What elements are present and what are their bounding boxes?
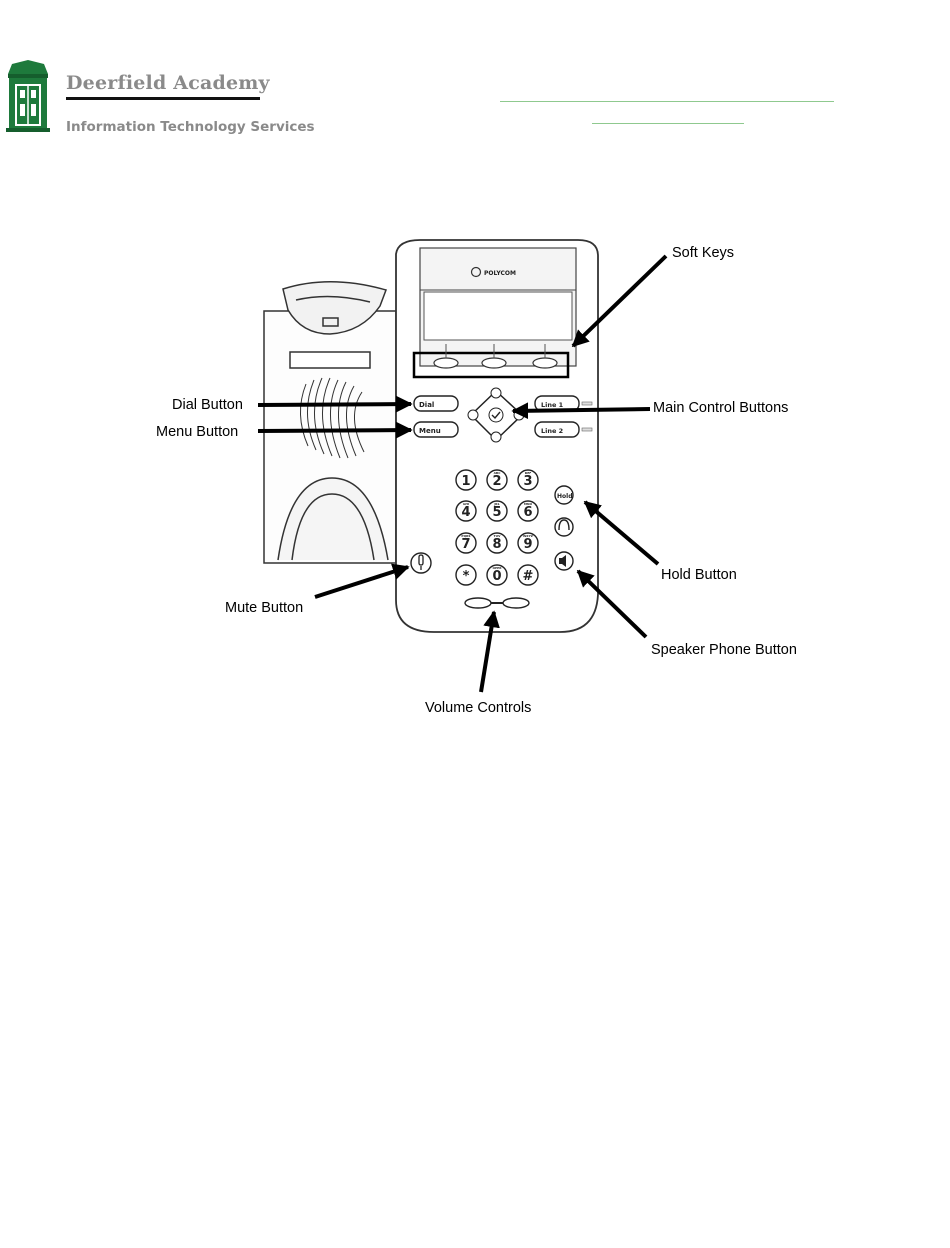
keypad-digit: 6: [523, 505, 532, 520]
keypad-key-star[interactable]: *: [456, 565, 476, 585]
label-main-control-buttons: Main Control Buttons: [653, 400, 788, 416]
label-dial-button: Dial Button: [172, 397, 243, 413]
label-volume-controls: Volume Controls: [425, 700, 531, 716]
nav-down-icon[interactable]: [491, 432, 501, 442]
label-mute-button: Mute Button: [225, 600, 303, 616]
keypad-letters: WXYZ: [523, 534, 534, 538]
arrow-menu-button: [258, 430, 411, 431]
svg-text:Dial: Dial: [419, 401, 434, 409]
menu-button[interactable]: Menu: [414, 422, 458, 437]
handset-cradle: [264, 282, 396, 563]
label-soft-keys: Soft Keys: [672, 245, 734, 261]
soft-key-2[interactable]: [482, 358, 506, 368]
keypad-digit: 8: [492, 537, 501, 552]
keypad-digit: 4: [461, 505, 470, 520]
volume-down-button[interactable]: [465, 598, 491, 608]
dial-button[interactable]: Dial: [414, 396, 458, 411]
arrow-main-control: [513, 409, 650, 411]
arrow-mute-button: [315, 567, 408, 597]
mute-button[interactable]: [411, 553, 431, 573]
svg-text:Hold: Hold: [557, 493, 573, 500]
volume-up-button[interactable]: [503, 598, 529, 608]
keypad-letters: MNO: [524, 502, 532, 506]
keypad-digit: #: [523, 569, 534, 584]
hold-button[interactable]: Hold: [555, 486, 573, 504]
keypad-digit: 1: [461, 474, 470, 489]
keypad-letters: GHI: [463, 502, 469, 506]
keypad-digit: *: [463, 569, 470, 584]
label-hold-button: Hold Button: [661, 567, 737, 583]
keypad-letters: OPER: [492, 566, 502, 570]
keypad-digit: 9: [523, 537, 532, 552]
phone-brand: POLYCOM: [484, 270, 516, 277]
keypad-letters: ABC: [494, 471, 502, 475]
keypad-digit: 2: [492, 474, 501, 489]
keypad-digit: 5: [492, 505, 501, 520]
keypad-letters: DEF: [525, 471, 532, 475]
soft-key-3[interactable]: [533, 358, 557, 368]
soft-key-1[interactable]: [434, 358, 458, 368]
keypad-key-1[interactable]: 1: [456, 470, 476, 490]
keypad-digit: 0: [492, 569, 501, 584]
keypad-digit: 3: [523, 474, 532, 489]
keypad-digit: 7: [461, 537, 470, 552]
nav-up-icon[interactable]: [491, 388, 501, 398]
headset-button[interactable]: [555, 518, 573, 536]
label-speaker-phone-button: Speaker Phone Button: [651, 642, 797, 658]
svg-text:Line 1: Line 1: [541, 401, 564, 409]
keypad-letters: TUV: [494, 534, 501, 538]
svg-text:Line 2: Line 2: [541, 427, 563, 435]
svg-text:Menu: Menu: [419, 427, 441, 435]
label-menu-button: Menu Button: [156, 424, 238, 440]
speakerphone-button[interactable]: [555, 552, 573, 570]
arrow-dial-button: [258, 404, 411, 405]
keypad-key-pound[interactable]: #: [518, 565, 538, 585]
keypad-letters: JKL: [493, 502, 499, 506]
nav-left-icon[interactable]: [468, 410, 478, 420]
keypad-letters: PQRS: [461, 534, 470, 538]
select-check-icon[interactable]: [489, 408, 503, 422]
